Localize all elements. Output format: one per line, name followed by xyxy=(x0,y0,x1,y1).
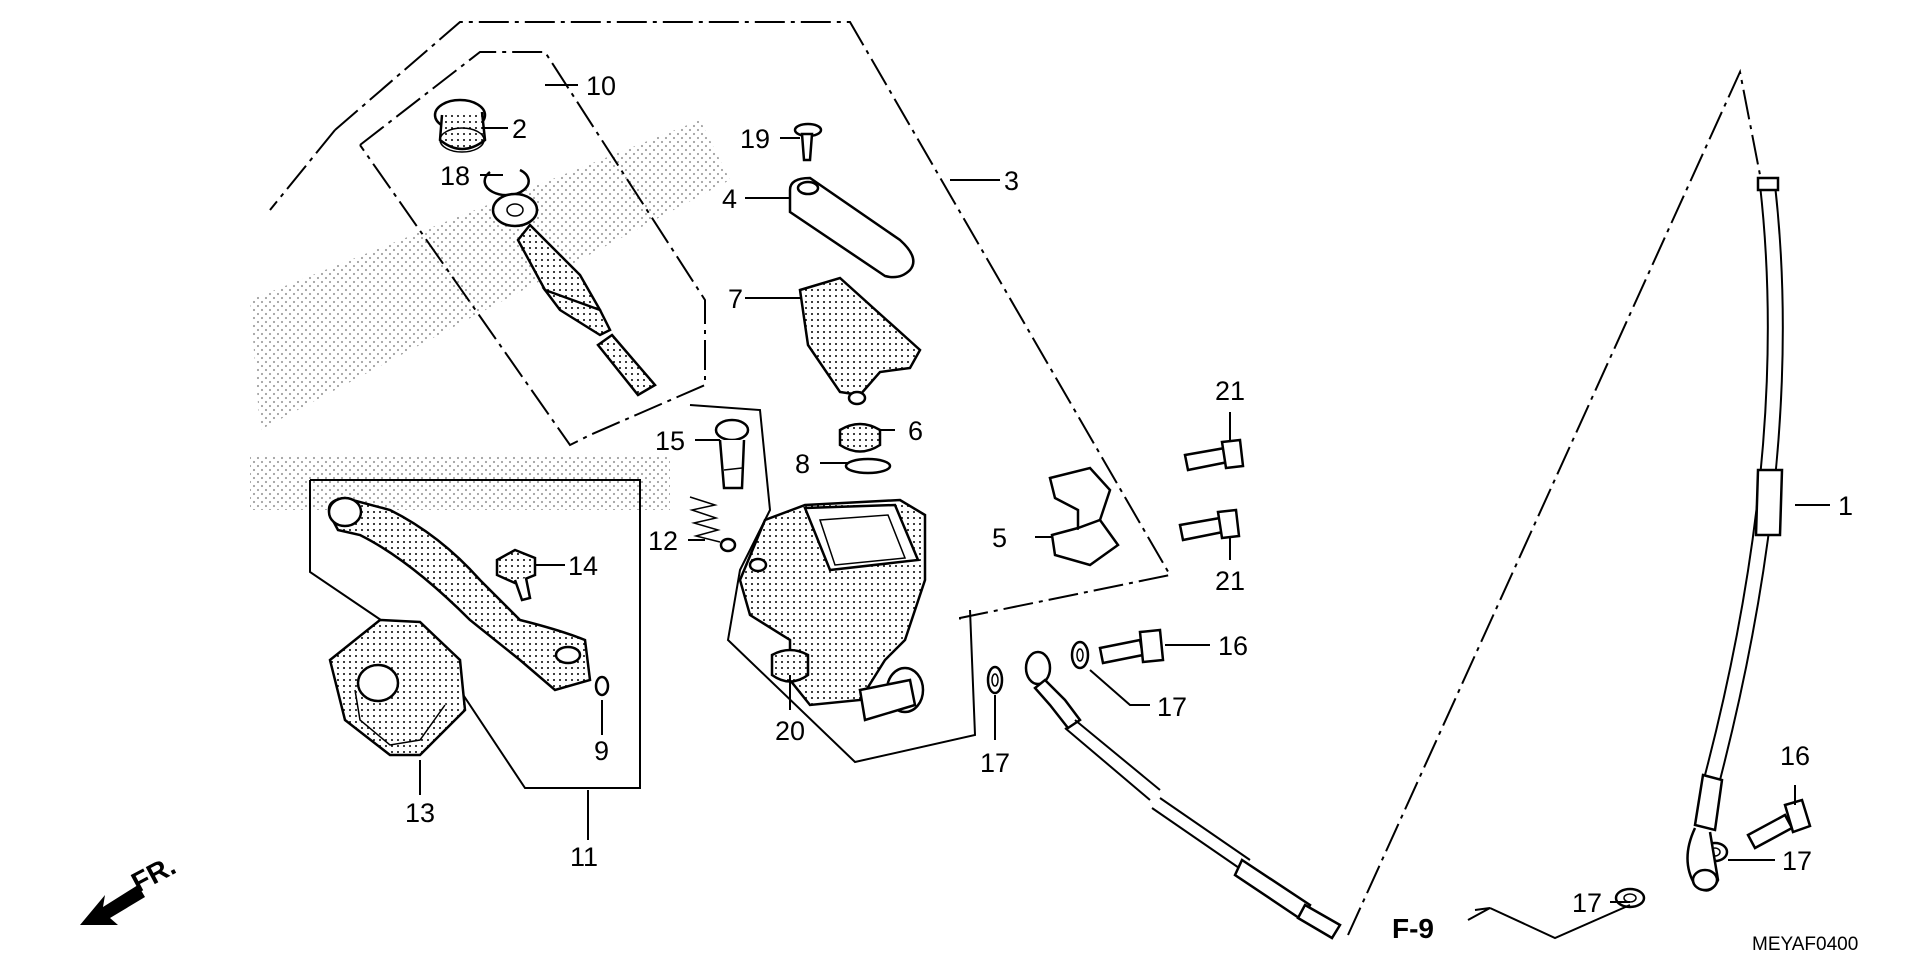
group-outline-body xyxy=(689,404,977,764)
part-21-bolt-lower xyxy=(1178,508,1241,542)
callout-19: 19 xyxy=(740,124,770,154)
part-11-lever xyxy=(327,496,592,692)
callout-3: 3 xyxy=(1004,166,1019,196)
group-outline-3 xyxy=(269,21,1172,620)
callout-6: 6 xyxy=(908,416,923,446)
callout-7: 7 xyxy=(728,284,743,314)
callout-16-lower: 16 xyxy=(1780,741,1810,771)
callout-2: 2 xyxy=(512,114,527,144)
part-7-diaphragm xyxy=(798,276,922,406)
part-13-cover xyxy=(328,618,467,757)
callout-21-upper: 21 xyxy=(1215,376,1245,406)
callout-20: 20 xyxy=(775,716,805,746)
part-18-circlip xyxy=(483,168,530,197)
group-outline-10 xyxy=(359,51,706,447)
part-12-spring xyxy=(689,496,737,553)
background-watermark xyxy=(250,120,730,510)
brake-hose-short xyxy=(1024,650,1342,940)
diagram-code: MEYAF0400 xyxy=(1752,934,1858,955)
part-17-washer-b xyxy=(1070,640,1090,670)
part-15-bolt xyxy=(714,418,750,490)
master-cylinder-body xyxy=(738,498,927,722)
callout-4: 4 xyxy=(722,184,737,214)
callout-11: 11 xyxy=(570,842,598,872)
callout-5: 5 xyxy=(992,523,1007,553)
callout-17-d: 17 xyxy=(1782,846,1812,876)
front-arrow-icon xyxy=(80,885,145,925)
callouts: 1 2 3 4 5 6 7 8 9 10 11 12 13 14 15 16 1… xyxy=(405,71,1853,918)
callout-13: 13 xyxy=(405,798,435,828)
part-8-circlip xyxy=(844,457,892,475)
callout-10: 10 xyxy=(586,71,616,101)
part-9-clip xyxy=(594,675,610,697)
part-4-cap xyxy=(788,176,915,279)
part-6-grommet xyxy=(838,422,882,453)
callout-17-c: 17 xyxy=(1572,888,1602,918)
part-17-washer-c xyxy=(1614,887,1646,909)
front-direction-indicator: FR. xyxy=(80,850,181,925)
callout-16-upper: 16 xyxy=(1218,631,1248,661)
callout-17-a: 17 xyxy=(980,748,1010,778)
part-21-bolt-upper xyxy=(1183,438,1245,472)
part-17-washer-a xyxy=(986,665,1004,695)
part-5-holder xyxy=(1048,466,1120,567)
callout-14: 14 xyxy=(568,551,598,581)
callout-1: 1 xyxy=(1838,491,1853,521)
part-19-screw xyxy=(793,122,823,162)
part-16-bolt-upper xyxy=(1098,628,1165,665)
part-1-brake-hose xyxy=(1686,176,1784,892)
part-10-piston xyxy=(491,192,657,397)
callout-18: 18 xyxy=(440,161,470,191)
part-20-nut xyxy=(770,648,810,683)
callout-12: 12 xyxy=(648,526,678,556)
part-16-bolt-lower xyxy=(1746,798,1812,850)
group-outline-11 xyxy=(309,479,641,789)
callout-21-lower: 21 xyxy=(1215,566,1245,596)
callout-17-b: 17 xyxy=(1157,692,1187,722)
leader-lines xyxy=(419,84,1830,940)
callout-15: 15 xyxy=(655,426,685,456)
group-outline-1 xyxy=(1347,68,1761,936)
reference-label: F-9 xyxy=(1392,913,1434,944)
part-2-boot xyxy=(433,98,487,153)
part-14-nut xyxy=(495,548,537,602)
callout-9: 9 xyxy=(594,736,609,766)
callout-8: 8 xyxy=(795,449,810,479)
